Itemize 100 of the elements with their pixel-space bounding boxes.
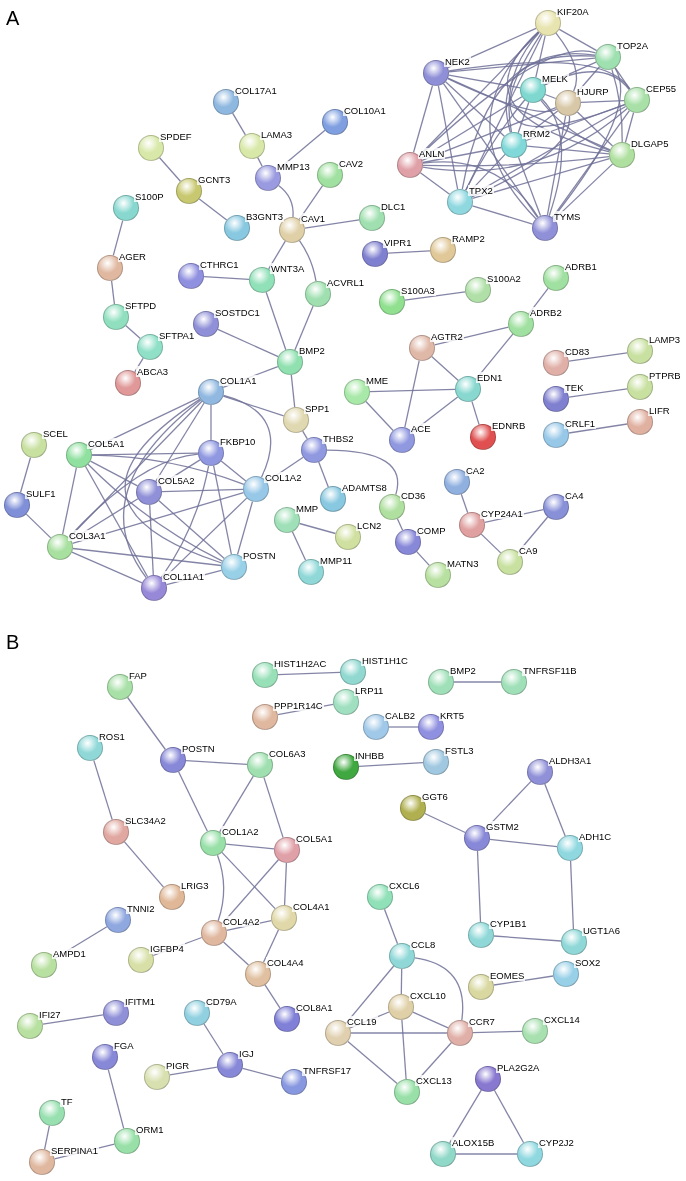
interaction-line [198, 198, 228, 221]
gene-label: CTHRC1 [199, 259, 240, 270]
gene-label: TYMS [553, 211, 582, 222]
gene-label: CALB2 [384, 710, 417, 721]
interaction-line [540, 99, 611, 152]
gene-label: COL17A1 [234, 85, 278, 96]
gene-label: COL5A1 [87, 438, 126, 449]
interaction-line [72, 547, 222, 567]
interaction-line [551, 109, 631, 219]
interaction-line [123, 841, 165, 888]
interaction-line [277, 671, 341, 676]
interaction-line [347, 1040, 398, 1085]
interaction-line [149, 504, 154, 576]
interaction-line [517, 101, 530, 134]
interaction-line [222, 394, 272, 478]
gene-label: SPP1 [304, 403, 331, 414]
interaction-line [298, 522, 337, 535]
gene-label: COL10A1 [343, 105, 387, 116]
gene-label: KRT5 [439, 710, 466, 721]
gene-label: EDN1 [476, 372, 504, 383]
interaction-line [541, 98, 563, 217]
interaction-line [185, 760, 248, 765]
interaction-line [412, 1011, 449, 1029]
gene-label: FSTL3 [444, 745, 475, 756]
interaction-line [71, 551, 143, 584]
gene-label: UGT1A6 [582, 925, 621, 936]
interaction-line [112, 219, 124, 257]
interaction-line [505, 55, 596, 134]
interaction-line [318, 461, 329, 488]
interaction-line [241, 1067, 283, 1080]
interaction-line [358, 762, 424, 767]
interaction-line [388, 726, 419, 728]
interaction-line [568, 423, 628, 434]
interaction-line [624, 111, 635, 144]
interaction-line [158, 499, 225, 560]
gene-label: ORM1 [135, 1124, 165, 1135]
gene-label: COL5A2 [157, 475, 196, 486]
gene-label: PPP1R14C [273, 700, 324, 711]
gene-label: MMP13 [276, 161, 311, 172]
interaction-line [169, 1066, 218, 1076]
interaction-line [216, 854, 225, 922]
gene-label: LIFR [648, 405, 671, 416]
interaction-line [177, 771, 209, 832]
interaction-line [122, 399, 202, 579]
interaction-line [493, 975, 554, 986]
interaction-line [160, 465, 210, 579]
interaction-line [110, 280, 116, 305]
gene-label: GGT6 [421, 791, 449, 802]
interaction-line [404, 360, 420, 428]
interaction-line [489, 838, 558, 848]
interaction-line [298, 185, 324, 220]
gene-label: TEK [564, 382, 585, 393]
interaction-line [568, 388, 628, 398]
gene-label: CD36 [400, 490, 427, 501]
gene-label: CD79A [205, 996, 238, 1007]
interaction-line [91, 452, 199, 456]
gene-label: CXCL10 [409, 990, 447, 1001]
gene-label: CYP2J2 [538, 1137, 575, 1148]
gene-label: SFTPA1 [158, 330, 196, 341]
gene-label: CD83 [564, 346, 591, 357]
gene-label: LCN2 [356, 520, 383, 531]
interaction-line [453, 681, 502, 683]
gene-label: IGJ [238, 1048, 255, 1059]
interaction-line [298, 239, 317, 282]
gene-label: SLC34A2 [124, 815, 167, 826]
gene-label: ADRB2 [529, 307, 563, 318]
interaction-line [509, 33, 626, 128]
gene-label: CYP1B1 [489, 918, 528, 929]
gene-label: TNFRSF11B [522, 665, 578, 676]
interaction-line [212, 465, 233, 555]
interaction-line [611, 68, 623, 143]
gene-label: CXCL14 [543, 1014, 581, 1025]
interaction-line [125, 324, 141, 340]
gene-label: ANLN [418, 148, 446, 159]
gene-label: LAMP3 [648, 334, 682, 345]
gene-label: AGTR2 [430, 331, 464, 342]
interaction-line [422, 155, 610, 167]
gene-label: CA2 [465, 465, 486, 476]
interaction-line [290, 374, 296, 408]
interaction-line [535, 35, 546, 78]
gene-label: COL4A2 [222, 916, 261, 927]
gene-label: RAMP2 [451, 233, 486, 244]
interaction-line [480, 533, 502, 554]
interaction-line [444, 81, 506, 137]
interaction-line [416, 550, 430, 567]
gene-label: COL5A1 [295, 833, 334, 844]
gene-label: AMPD1 [52, 948, 87, 959]
interaction-line [221, 851, 276, 910]
gene-label: FGA [113, 1040, 135, 1051]
gene-label: WNT3A [270, 263, 306, 274]
interaction-line [225, 843, 275, 850]
interaction-line [431, 355, 459, 382]
gene-label: MMP11 [319, 555, 354, 566]
gene-label: ABCA3 [136, 366, 170, 377]
gene-label: BMP2 [449, 665, 477, 676]
gene-label: DLGAP5 [630, 138, 670, 149]
interaction-line [421, 107, 557, 161]
gene-label: B3GNT3 [245, 211, 284, 222]
gene-label: SFTPD [124, 300, 158, 311]
interaction-line [568, 352, 628, 362]
